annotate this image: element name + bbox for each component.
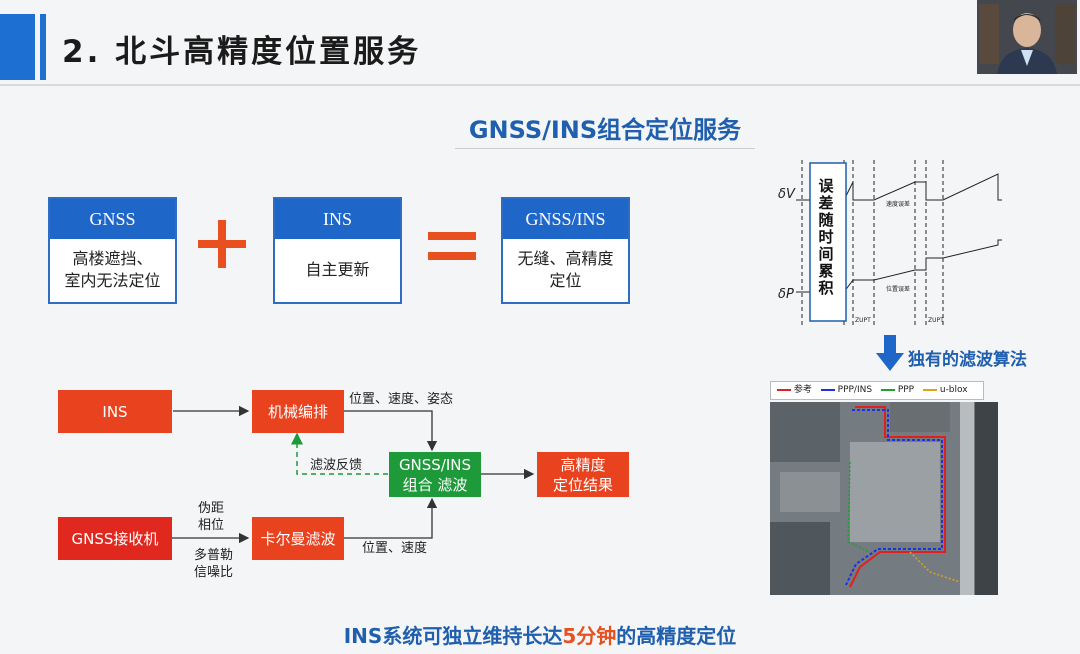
bottom-caption: INS系统可独立维持长达5分钟的高精度定位 [0,620,1080,649]
combo-box: GNSS/INS 无缝、高精度 定位 [501,197,630,304]
legend-ref: 参考 [793,385,812,395]
flow-gnss-receiver: GNSS接收机 [58,517,172,560]
presenter-video [977,0,1077,74]
plus-icon [198,220,246,268]
flow-result: 高精度 定位结果 [537,452,629,497]
equals-icon [428,232,476,260]
label-pos-vel-att: 位置、速度、姿态 [349,392,454,407]
section-subtitle: GNSS/INS组合定位服务 [468,116,742,144]
filter-algorithm-label: 独有的滤波算法 [908,350,1027,370]
label-pos-vel: 位置、速度 [362,541,428,556]
flow-kalman: 卡尔曼滤波 [252,517,344,560]
caption-post: 的高精度定位 [616,624,737,648]
page-title: 2. 北斗高精度位置服务 [62,34,422,70]
legend-pppins-swatch [820,388,835,391]
ins-box: INS 自主更新 [273,197,402,304]
title-accent-bar [0,14,35,80]
trajectory-map [770,402,998,595]
legend-ublox-swatch [922,388,937,391]
flow-ins: INS [58,390,172,433]
legend-ppp: PPP [897,385,915,395]
dv-label: δV [778,187,795,202]
flow-mechanization: 机械编排 [252,390,344,433]
trajectory-legend: 参考 PPP/INS PPP u-blox SPP [770,381,984,412]
dp-label: δP [778,287,794,302]
zupt-label-1: ZUPT [855,317,871,324]
combo-box-header: GNSS/INS [503,199,628,239]
combo-box-body: 无缝、高精度 定位 [517,248,614,290]
gnss-box: GNSS 高楼遮挡、 室内无法定位 [48,197,177,304]
legend-ref-swatch [777,388,791,391]
label-pseudorange-phase: 伪距 相位 [198,501,225,533]
flow-combined-filter: GNSS/INS 组合 滤波 [389,452,481,497]
title-accent-bar-thin [40,14,46,80]
label-feedback: 滤波反馈 [310,458,363,473]
ins-box-body: 自主更新 [305,259,370,279]
down-arrow-icon [876,335,904,371]
caption-highlight: 5分钟 [562,624,617,648]
error-accumulation-label: 误差随时间累积 [818,177,834,297]
error-label-box [809,162,847,322]
position-error-label: 位置误差 [886,286,911,293]
error-accumulation-figure [796,160,1002,325]
subtitle-divider [455,148,755,149]
legend-pppins: PPP/INS [837,385,873,395]
gnss-box-body: 高楼遮挡、 室内无法定位 [64,248,161,290]
legend-ppp-swatch [880,388,895,391]
velocity-error-label: 速度误差 [886,201,911,208]
label-doppler-snr: 多普勒 信噪比 [194,548,234,580]
presenter-avatar [977,0,1077,74]
zupt-label-2: ZUPT [928,317,944,324]
title-divider [0,84,1080,86]
aerial-map-image [770,402,998,595]
gnss-box-header: GNSS [50,199,175,239]
ins-box-header: INS [275,199,400,239]
caption-pre: INS系统可独立维持长达 [343,624,563,648]
